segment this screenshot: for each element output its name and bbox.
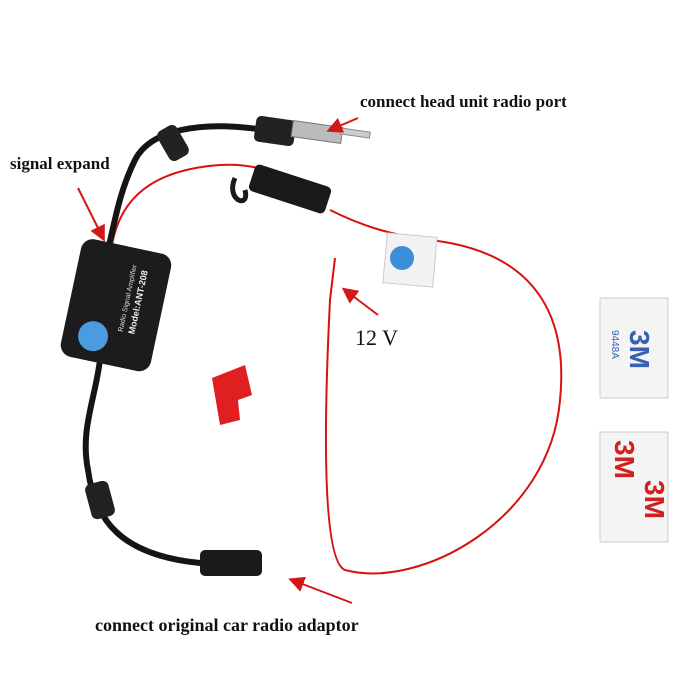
tape-brand-3: 3M (639, 480, 670, 519)
label-head-unit: connect head unit radio port (360, 92, 567, 111)
ferrite-core-top (157, 124, 189, 162)
arrow-head-unit (326, 117, 359, 133)
adhesive-pad-white: 3M 9448A (599, 297, 669, 399)
amplifier-module: Radio Signal Amplifier Model:ANT-208 (60, 239, 172, 372)
arrow-12v (341, 287, 379, 316)
tape-brand-1: 3M (624, 330, 655, 369)
tape-code: 9448A (609, 330, 620, 359)
arrow-signal (77, 187, 105, 242)
wire-tag (382, 232, 438, 288)
tap-connector (212, 365, 252, 425)
adhesive-pad-red: 3M 3M (599, 431, 670, 543)
fuse-holder (230, 164, 332, 214)
label-12v: 12 V (355, 325, 398, 350)
antenna-cable (82, 123, 268, 566)
tape-brand-2: 3M (609, 440, 640, 479)
ferrite-core-bottom (85, 480, 115, 520)
label-signal-expand: signal expand (10, 154, 110, 173)
label-car-radio: connect original car radio adaptor (95, 615, 359, 635)
car-radio-socket (200, 550, 262, 576)
arrow-car-radio (288, 576, 353, 604)
annotation-arrows (77, 117, 379, 604)
red-power-wire (111, 163, 563, 575)
